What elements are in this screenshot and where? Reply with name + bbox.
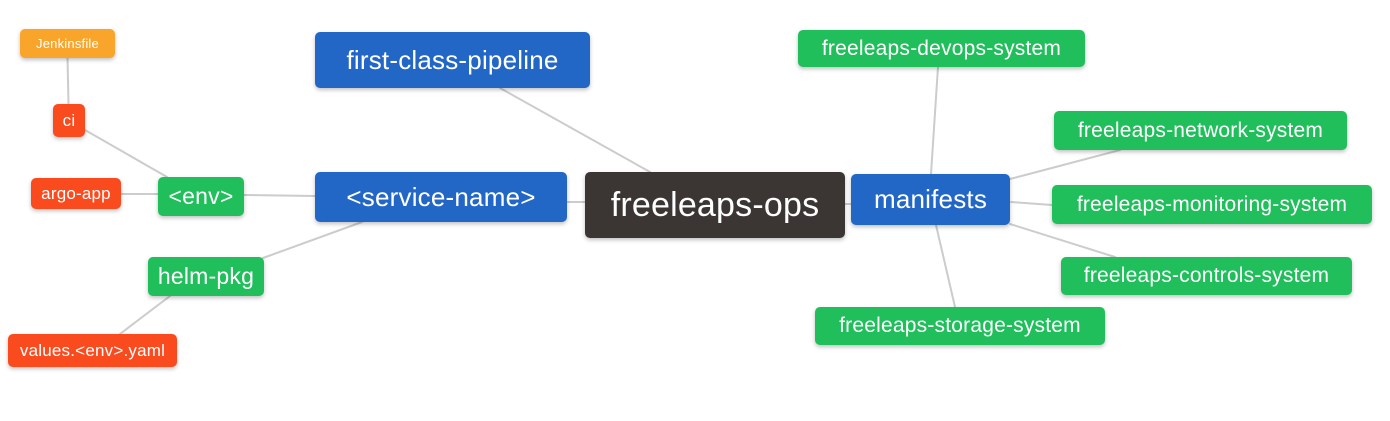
edge-manifests-monitoring-system bbox=[1010, 201, 1053, 206]
node-jenkinsfile[interactable]: Jenkinsfile bbox=[20, 29, 115, 58]
node-first-class-pipeline[interactable]: first-class-pipeline bbox=[315, 32, 590, 88]
node-freeleaps-monitoring-system[interactable]: freeleaps-monitoring-system bbox=[1052, 185, 1372, 224]
edge-helm-pkg-service-name bbox=[262, 221, 363, 259]
node-helm-pkg[interactable]: helm-pkg bbox=[148, 257, 264, 296]
edge-jenkinsfile-ci bbox=[66, 57, 70, 105]
node-manifests[interactable]: manifests bbox=[851, 174, 1010, 225]
node-service-name[interactable]: <service-name> bbox=[315, 172, 567, 222]
node-argo-app[interactable]: argo-app bbox=[31, 178, 121, 209]
edge-manifests-controls-system bbox=[1009, 223, 1116, 258]
edge-pipeline-freeleaps-ops bbox=[499, 87, 651, 173]
node-freeleaps-devops-system[interactable]: freeleaps-devops-system bbox=[798, 30, 1085, 67]
node-freeleaps-controls-system[interactable]: freeleaps-controls-system bbox=[1061, 257, 1352, 295]
node-ci[interactable]: ci bbox=[53, 104, 85, 137]
edge-manifests-devops-system bbox=[930, 66, 939, 175]
edge-manifests-storage-system bbox=[935, 224, 956, 308]
node-values-env-yaml[interactable]: values.<env>.yaml bbox=[8, 334, 177, 367]
node-freeleaps-storage-system[interactable]: freeleaps-storage-system bbox=[815, 307, 1105, 345]
node-freeleaps-network-system[interactable]: freeleaps-network-system bbox=[1054, 111, 1347, 150]
node-env[interactable]: <env> bbox=[158, 177, 244, 216]
node-freeleaps-ops-root[interactable]: freeleaps-ops bbox=[585, 172, 845, 238]
edge-manifests-network-system bbox=[1009, 149, 1121, 180]
edge-values-helm-pkg bbox=[119, 295, 171, 335]
edge-env-service-name bbox=[243, 194, 316, 197]
edge-ci-env bbox=[84, 129, 168, 178]
